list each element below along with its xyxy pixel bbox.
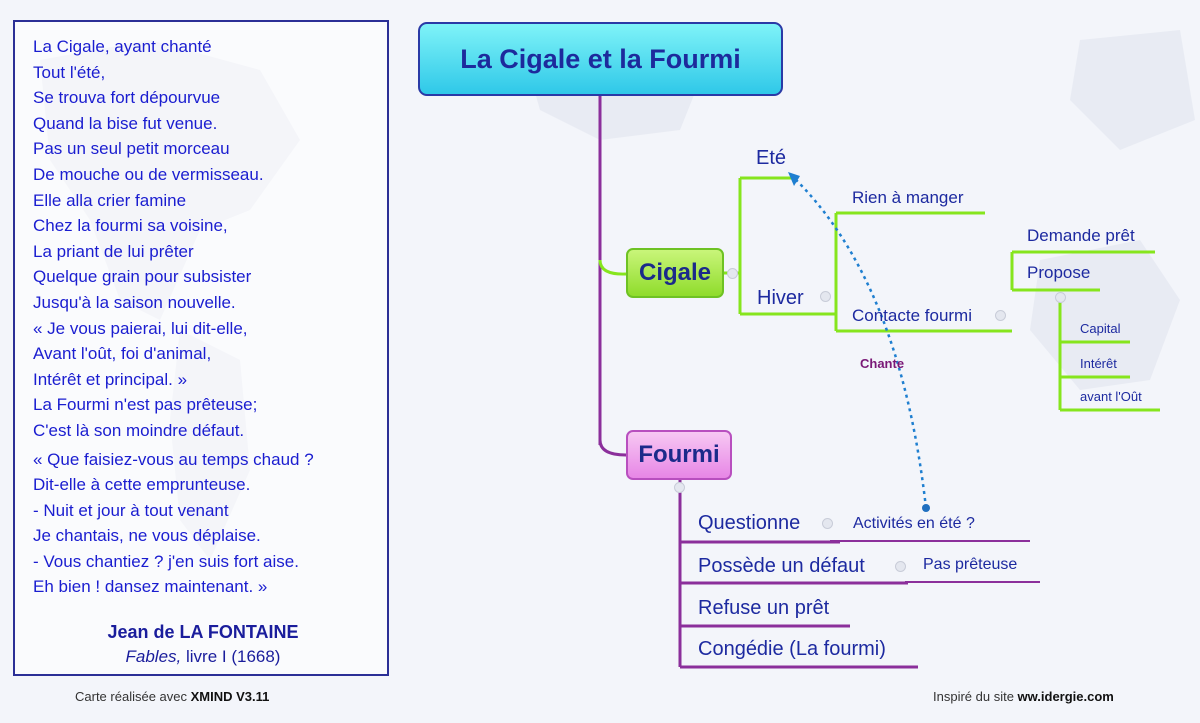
poem-line: - Vous chantiez ? j'en suis fort aise.: [33, 551, 299, 571]
topic-ete[interactable]: Eté: [756, 147, 787, 169]
topic-cigale[interactable]: Cigale: [626, 248, 724, 298]
poem-line: Je chantais, ne vous déplaise.: [33, 526, 261, 546]
poem-line: Se trouva fort dépourvue: [33, 88, 221, 108]
footer-left-prefix: Carte réalisée avec: [75, 689, 191, 704]
poem-line: Quand la bise fut venue.: [33, 113, 218, 133]
topic-fourmi[interactable]: Fourmi: [626, 430, 732, 480]
topic-possede-un-defaut[interactable]: Possède un défaut: [698, 555, 865, 577]
collapse-dot[interactable]: [895, 561, 906, 572]
topic-demande-pret[interactable]: Demande prêt: [1027, 226, 1135, 245]
topic-refuse-un-pret[interactable]: Refuse un prêt: [698, 597, 830, 619]
poem-line: Chez la fourmi sa voisine,: [33, 216, 228, 236]
topic-activites-en-ete[interactable]: Activités en été ?: [853, 515, 975, 532]
collapse-dot[interactable]: [820, 291, 831, 302]
poem-line: C'est là son moindre défaut.: [33, 420, 245, 440]
topic-avant-lout[interactable]: avant l'Oût: [1080, 389, 1142, 404]
poem-line: Pas un seul petit morceau: [33, 139, 230, 159]
poem-author: Jean de LA FONTAINE: [107, 622, 299, 642]
poem-line: De mouche ou de vermisseau.: [33, 164, 264, 184]
poem-line: Jusqu'à la saison nouvelle.: [33, 292, 236, 312]
footer-site-name: ww.idergie.com: [1017, 689, 1114, 704]
topic-pas-preteuse[interactable]: Pas prêteuse: [923, 556, 1018, 573]
central-topic[interactable]: La Cigale et la Fourmi: [418, 22, 783, 96]
collapse-dot[interactable]: [822, 518, 833, 529]
footer-tool-name: XMIND V3.11: [190, 689, 270, 704]
work-title: Fables,: [125, 647, 182, 666]
poem-line: Tout l'été,: [33, 62, 106, 82]
poem-line: Dit-elle à cette emprunteuse.: [33, 475, 251, 495]
poem-line: La Fourmi n'est pas prêteuse;: [33, 395, 258, 415]
poem-line: Elle alla crier famine: [33, 190, 187, 210]
root-to-cigale: [598, 259, 627, 276]
topic-capital[interactable]: Capital: [1080, 321, 1121, 336]
collapse-dot[interactable]: [674, 482, 685, 493]
poem-panel: La Cigale, ayant chanté Tout l'été, Se t…: [13, 20, 389, 676]
poem-line: Quelque grain pour subsister: [33, 267, 252, 287]
work-detail: livre I (1668): [181, 647, 281, 666]
poem-line: La Cigale, ayant chanté: [33, 37, 212, 56]
propose-to-children: [1058, 296, 1160, 412]
collapse-dot[interactable]: [995, 310, 1006, 321]
poem-source: Fables, livre I (1668): [15, 647, 391, 667]
fourmi-to-children: [678, 480, 918, 669]
collapse-dot[interactable]: [1055, 292, 1066, 303]
topic-hiver[interactable]: Hiver: [757, 287, 804, 309]
relation-label-chante[interactable]: Chante: [860, 356, 905, 371]
relation-chante: [791, 175, 928, 509]
poem-lines: La Cigale, ayant chanté Tout l'été, Se t…: [33, 34, 314, 600]
relation-start: [922, 504, 930, 512]
contacte-to-children: [1008, 250, 1155, 333]
topic-contacte-fourmi[interactable]: Contacte fourmi: [852, 306, 972, 325]
poem-line: Intérêt et principal. »: [33, 369, 188, 389]
poem-line: - Nuit et jour à tout venant: [33, 500, 229, 520]
root-to-fourmi: [598, 439, 627, 457]
footer-tool-credit: Carte réalisée avec XMIND V3.11: [75, 689, 269, 704]
topic-rien-a-manger[interactable]: Rien à manger: [852, 188, 964, 207]
footer-right-prefix: Inspiré du site: [933, 689, 1018, 704]
poem-line: « Je vous paierai, lui dit-elle,: [33, 318, 248, 338]
footer-source-credit: Inspiré du site ww.idergie.com: [933, 689, 1114, 704]
topic-congedie[interactable]: Congédie (La fourmi): [698, 638, 886, 660]
topic-propose[interactable]: Propose: [1027, 263, 1091, 282]
poem-line: La priant de lui prêter: [33, 241, 194, 261]
relation-arrowhead: [788, 172, 800, 186]
poem-line: « Que faisiez-vous au temps chaud ?: [33, 449, 314, 469]
topic-interet[interactable]: Intérêt: [1080, 356, 1117, 371]
topic-questionne[interactable]: Questionne: [698, 512, 801, 534]
poem-line: Eh bien ! dansez maintenant. »: [33, 577, 268, 597]
hiver-to-children: [830, 211, 1008, 333]
poem-line: Avant l'oût, foi d'animal,: [33, 344, 212, 364]
collapse-dot[interactable]: [727, 268, 738, 279]
